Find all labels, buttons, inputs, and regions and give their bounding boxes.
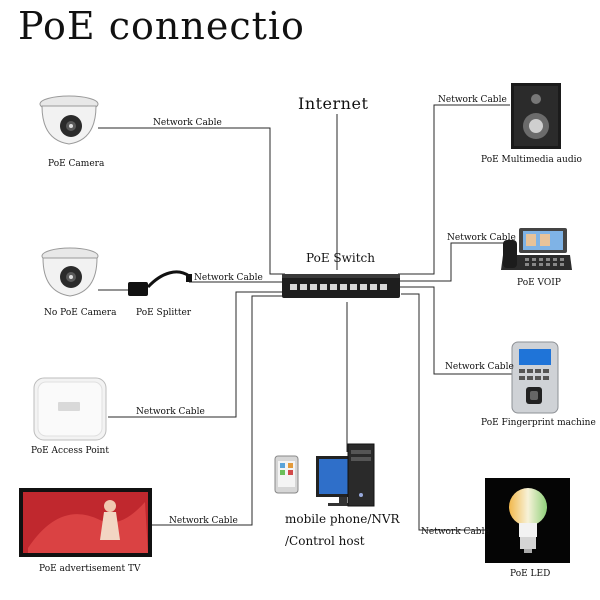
access-point-label: PoE Access Point xyxy=(31,446,109,456)
pc-tower-icon xyxy=(347,443,375,507)
switch-port xyxy=(290,284,297,290)
switch-port xyxy=(350,284,357,290)
fingerprint-label: PoE Fingerprint machine xyxy=(481,418,596,428)
switch-port xyxy=(360,284,367,290)
poe-splitter-label: PoE Splitter xyxy=(136,308,192,318)
cable-label-audio: Network Cable xyxy=(438,95,507,105)
switch-label: PoE Switch xyxy=(306,251,375,265)
cable-label-splitter: Network Cable xyxy=(194,273,263,283)
diagram-title: PoE connectio xyxy=(18,4,305,48)
switch-port xyxy=(370,284,377,290)
cable-label-poe-camera: Network Cable xyxy=(153,118,222,128)
cable-label-voip: Network Cable xyxy=(447,233,516,243)
host-label-line1: mobile phone/NVR xyxy=(285,512,400,526)
access-point-icon xyxy=(33,377,107,441)
poe-camera-label: PoE Camera xyxy=(48,159,105,169)
switch-port xyxy=(330,284,337,290)
led-bulb-icon xyxy=(485,478,570,563)
internet-label: Internet xyxy=(298,94,369,113)
line-access-point xyxy=(108,291,284,418)
switch-port xyxy=(310,284,317,290)
voip-phone-icon xyxy=(501,228,572,270)
advertisement-tv-label: PoE advertisement TV xyxy=(39,564,141,574)
speaker-icon xyxy=(511,83,561,149)
line-voip xyxy=(400,242,507,282)
multimedia-audio-label: PoE Multimedia audio xyxy=(481,155,582,165)
line-led xyxy=(401,293,486,531)
led-label: PoE LED xyxy=(510,569,551,579)
line-fingerprint xyxy=(400,286,512,375)
no-poe-camera-icon xyxy=(41,247,99,297)
cable-label-fingerprint: Network Cable xyxy=(445,362,514,372)
poe-camera-icon xyxy=(39,95,99,145)
fingerprint-machine-icon xyxy=(511,341,559,414)
no-poe-camera-label: No PoE Camera xyxy=(44,308,117,318)
host-label: mobile phone/NVR /Control host xyxy=(285,508,400,552)
line-poe-camera xyxy=(98,127,285,275)
cable-label-access-point: Network Cable xyxy=(136,407,205,417)
connection-lines xyxy=(98,104,512,531)
line-tv xyxy=(152,295,286,526)
switch-port xyxy=(340,284,347,290)
poe-switch-icon xyxy=(282,274,400,298)
cable-label-led: Network Cable xyxy=(421,527,490,537)
voip-label: PoE VOIP xyxy=(517,278,561,288)
switch-port xyxy=(320,284,327,290)
host-label-line2: /Control host xyxy=(285,534,365,548)
cable-label-tv: Network Cable xyxy=(169,516,238,526)
advertisement-tv-icon xyxy=(19,488,152,557)
line-audio xyxy=(398,104,510,275)
mobile-phone-icon xyxy=(274,455,299,494)
switch-port xyxy=(300,284,307,290)
switch-port xyxy=(380,284,387,290)
poe-splitter-icon xyxy=(128,270,192,296)
